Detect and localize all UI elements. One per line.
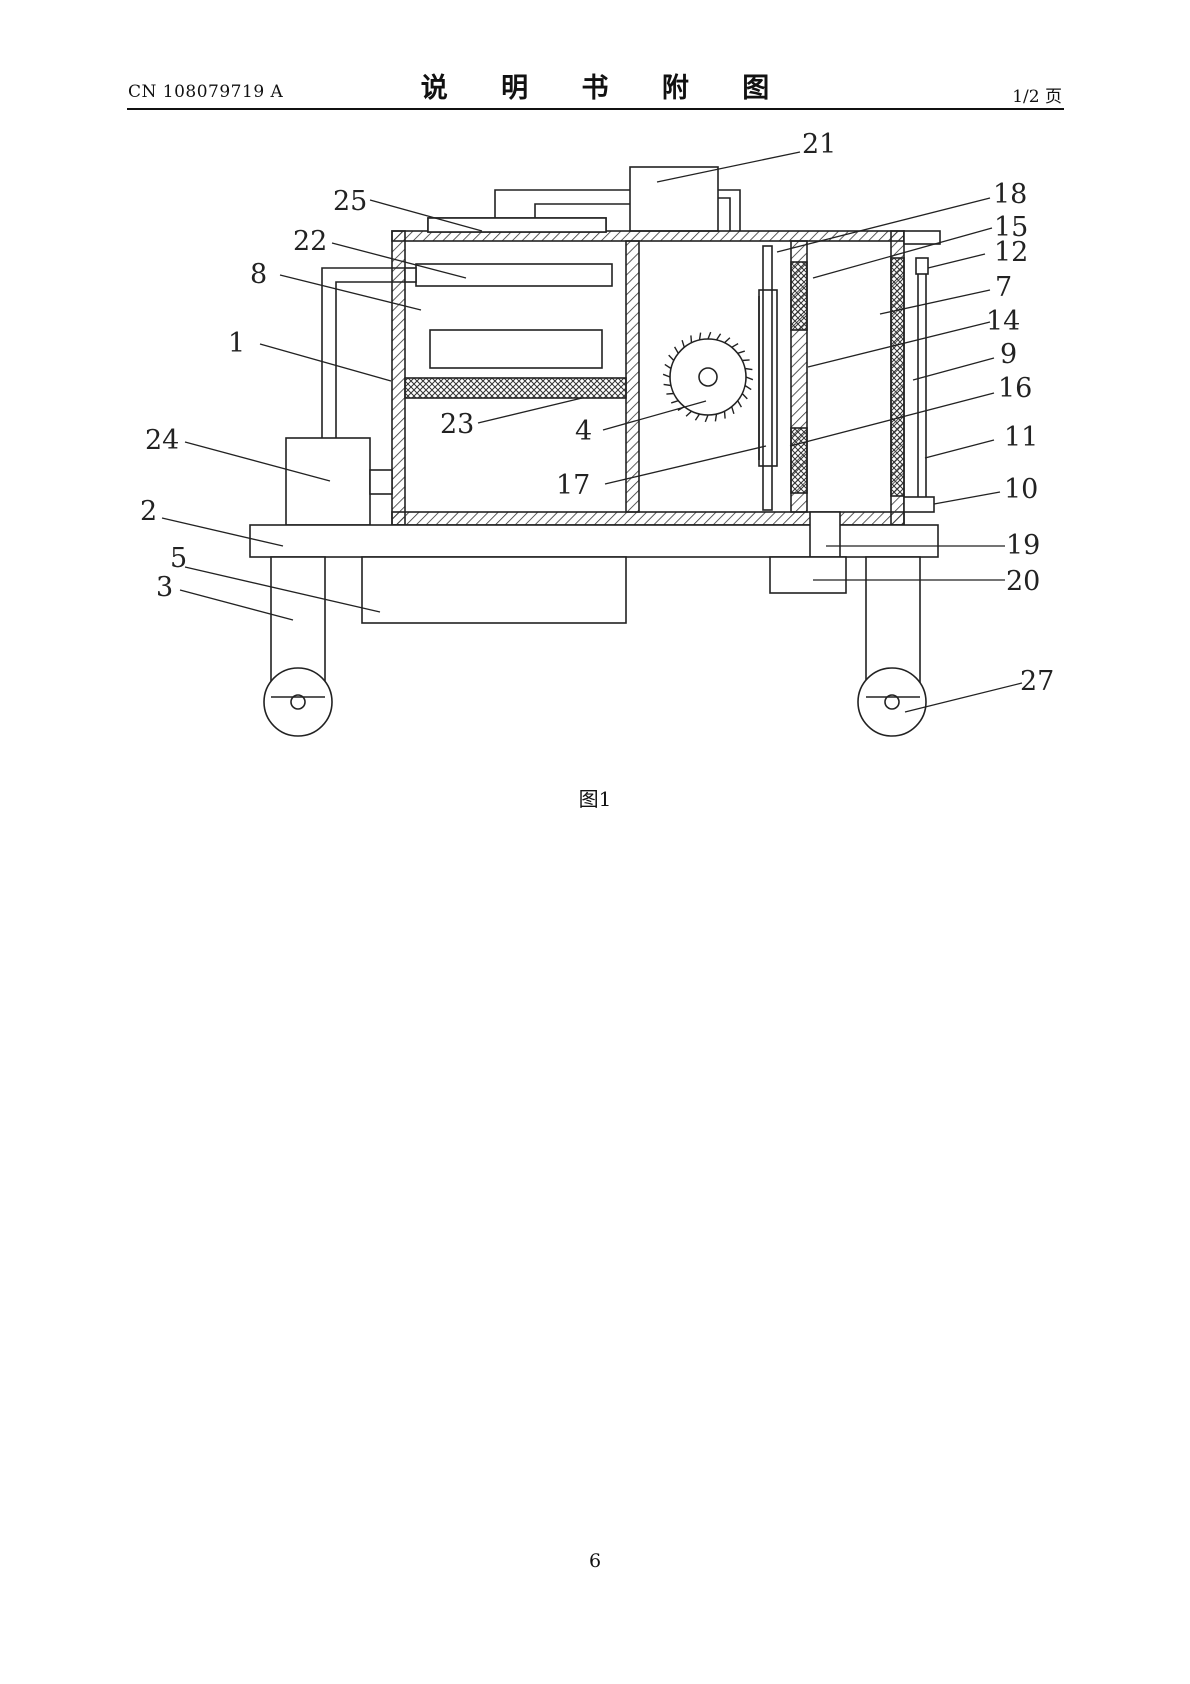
- label-20: 20: [1006, 566, 1040, 597]
- page-indicator: 1/2 页: [1012, 87, 1062, 107]
- pump-24: [285, 437, 371, 526]
- label-3: 3: [156, 572, 173, 603]
- figure-caption: 图1: [578, 787, 612, 811]
- part-22: [415, 263, 613, 287]
- label-21: 21: [802, 129, 836, 160]
- label-27: 27: [1020, 666, 1054, 697]
- label-4: 4: [575, 416, 592, 447]
- label-1: 1: [228, 328, 245, 359]
- label-11: 11: [1004, 422, 1038, 453]
- label-5: 5: [170, 543, 187, 574]
- label-24: 24: [145, 425, 179, 456]
- label-23: 23: [440, 409, 474, 440]
- part-19: [809, 511, 841, 558]
- patent-number: CN 108079719 A: [128, 82, 284, 102]
- label-19: 19: [1006, 530, 1040, 561]
- label-17: 17: [556, 470, 590, 501]
- part-8: [429, 329, 603, 369]
- label-2: 2: [140, 496, 157, 527]
- label-22: 22: [293, 226, 327, 257]
- label-14: 14: [986, 306, 1020, 337]
- label-15: 15: [994, 212, 1028, 243]
- motor-block-21: [629, 166, 719, 232]
- part-12: [915, 257, 929, 275]
- label-16: 16: [998, 373, 1032, 404]
- label-18: 18: [993, 179, 1027, 210]
- part-10: [903, 496, 935, 513]
- label-25: 25: [333, 186, 367, 217]
- patent-drawing: 21 25 18 15 22 12 8 7 14 1 9 16 23 4 24 …: [140, 129, 1054, 737]
- gear-4: [662, 331, 754, 423]
- label-9: 9: [1000, 339, 1017, 370]
- label-10: 10: [1004, 474, 1038, 505]
- rack-17: [758, 289, 778, 467]
- part-20: [769, 556, 847, 594]
- label-7: 7: [995, 272, 1012, 303]
- page-title: 说 明 书 附 图: [420, 73, 792, 104]
- filter-layer-23: [404, 377, 627, 399]
- label-12: 12: [994, 237, 1028, 268]
- box-5: [361, 556, 627, 624]
- label-8: 8: [250, 259, 267, 290]
- header-divider: [127, 108, 1064, 110]
- page-number: 6: [588, 1550, 602, 1572]
